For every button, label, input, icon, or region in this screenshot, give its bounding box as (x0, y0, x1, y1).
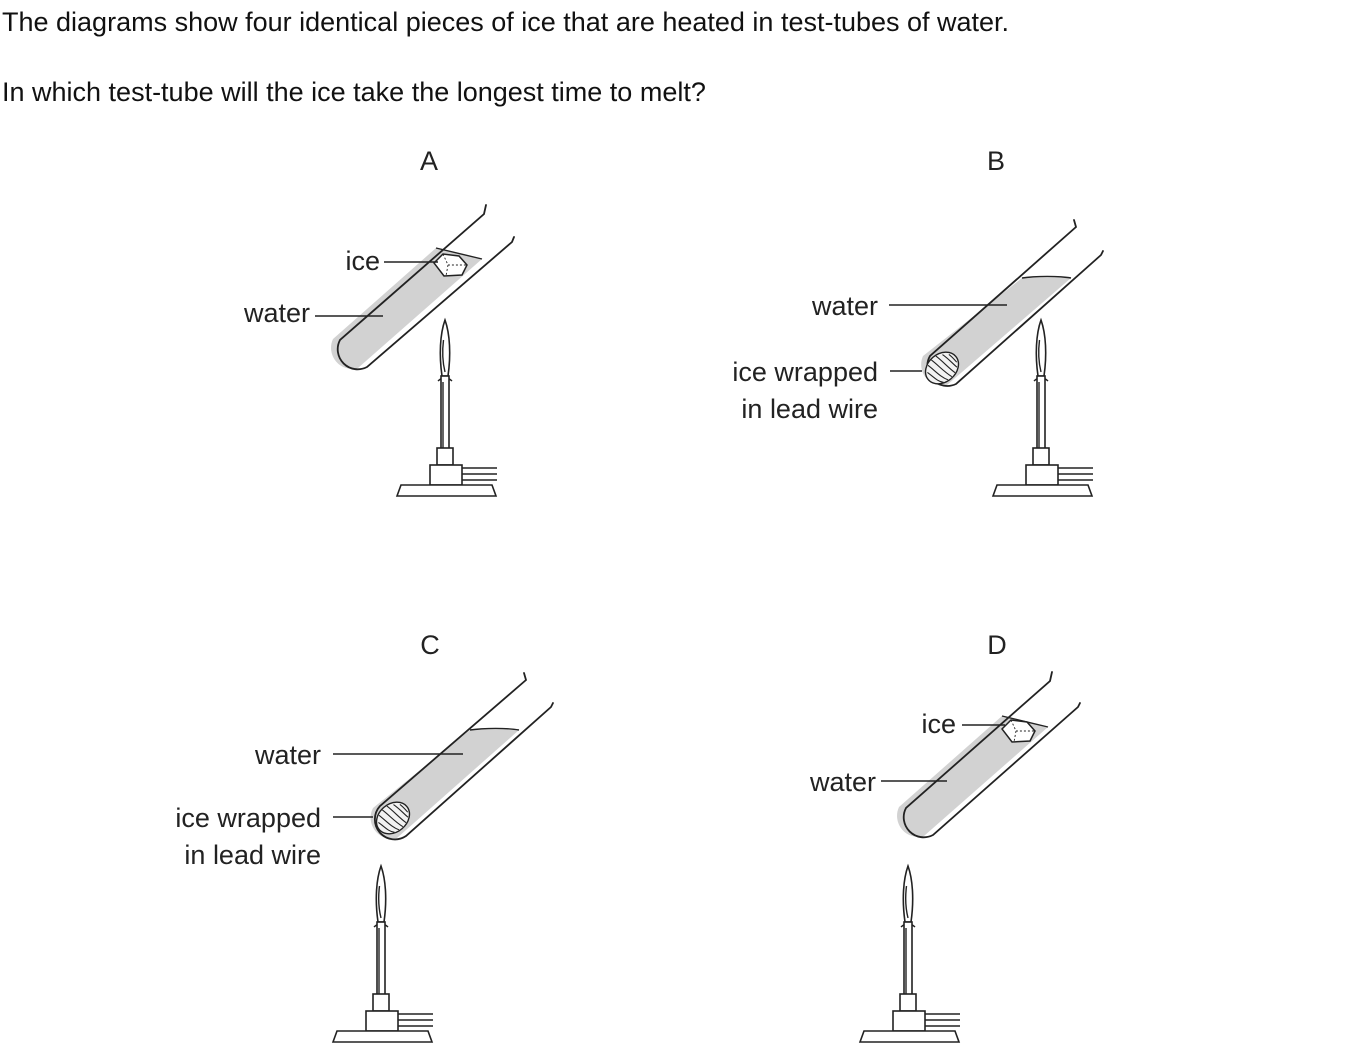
question-line-2: In which test-tube will the ice take the… (2, 77, 706, 107)
water-label: water (254, 740, 321, 770)
option-letter-b: B (987, 146, 1005, 176)
option-letter-c: C (420, 630, 440, 660)
ice-label: ice (921, 709, 956, 739)
option-letter-a: A (420, 146, 438, 176)
wrapped-ice-label-line2: in lead wire (741, 394, 878, 424)
water-label: water (811, 291, 878, 321)
bunsen-burner-icon (332, 865, 434, 1043)
bunsen-burner-icon (859, 865, 961, 1043)
water-label: water (809, 767, 876, 797)
wrapped-ice-label-line2: in lead wire (184, 840, 321, 870)
diagram-c: water ice wrapped in lead wire (175, 672, 554, 1043)
ice-label: ice (345, 246, 380, 276)
wrapped-ice-label-line1: ice wrapped (732, 357, 878, 387)
bunsen-burner-icon (992, 319, 1094, 497)
water-label: water (243, 298, 310, 328)
diagram-d: ice water (809, 671, 1081, 1043)
question-line-1: The diagrams show four identical pieces … (2, 7, 1010, 37)
diagram-a: ice water (243, 204, 515, 497)
diagram-b: water ice wrapped in lead wire (732, 219, 1104, 497)
option-letter-d: D (987, 630, 1007, 660)
bunsen-burner-icon (396, 319, 498, 497)
wrapped-ice-label-line1: ice wrapped (175, 803, 321, 833)
